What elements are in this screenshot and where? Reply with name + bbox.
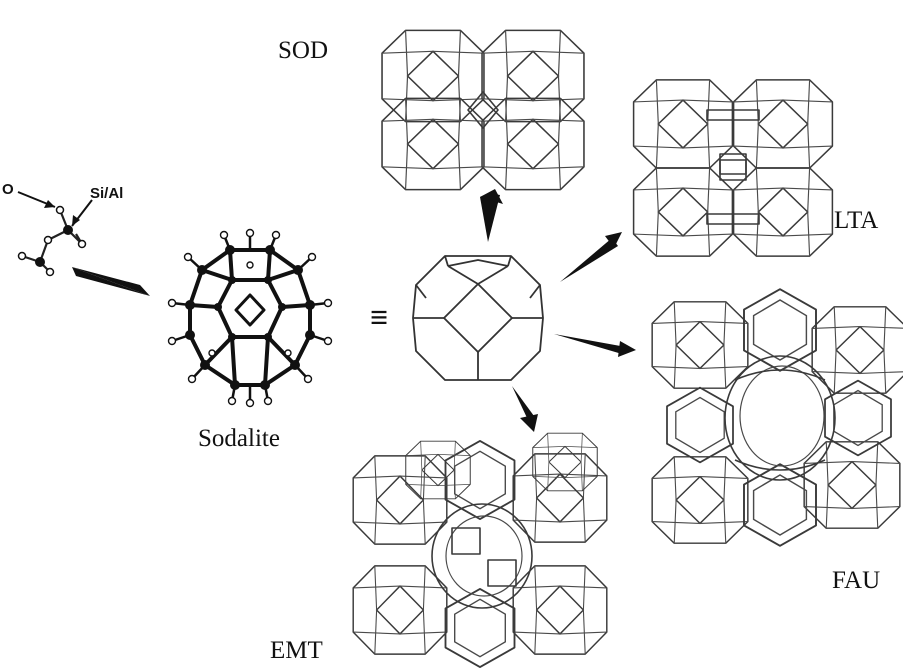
lta-label: LTA (834, 207, 878, 234)
arrow-to-sod (480, 189, 503, 242)
sodalite-cluster (167, 228, 333, 408)
sodalite-cage (412, 255, 544, 381)
arrow-to-fau (554, 334, 636, 357)
atom-pointer-arrows (17, 191, 93, 227)
fau-label: FAU (832, 567, 880, 594)
arrow-to-lta (560, 232, 622, 282)
sodalite-label: Sodalite (198, 425, 280, 452)
emt-framework (352, 432, 608, 669)
lta-framework (632, 79, 834, 257)
atom-linkage-fragment: O Si/Al (2, 181, 123, 277)
si-al-label: Si/Al (90, 185, 123, 202)
fau-framework (651, 288, 903, 547)
equivalence-sign: ≡ (370, 299, 388, 335)
arrow-to-emt (512, 386, 538, 432)
oxygen-label: O (2, 181, 14, 198)
fragment-atoms (17, 205, 87, 277)
sod-label: SOD (278, 37, 328, 64)
sod-framework (381, 29, 585, 191)
emt-label: EMT (270, 637, 323, 664)
